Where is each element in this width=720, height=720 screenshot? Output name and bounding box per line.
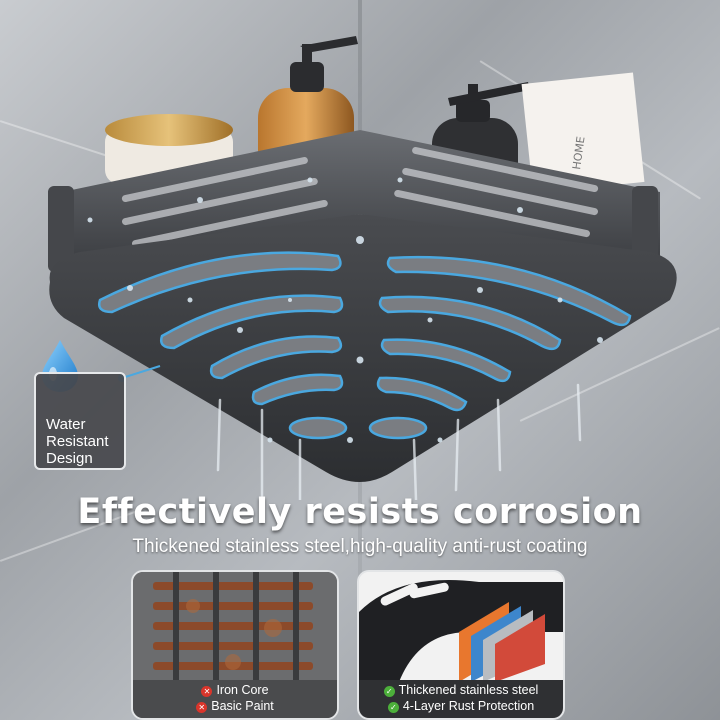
feature-thickened-steel: ✓Thickened stainless steel — [359, 683, 563, 697]
callout-label: Water Resistant Design — [46, 416, 109, 467]
feature-basic-paint: ✕Basic Paint — [133, 699, 337, 713]
comparison-card-basic: ✕Iron Core ✕Basic Paint — [131, 570, 339, 720]
rusty-grate-photo — [133, 572, 337, 682]
corner-shelf-illustration: HOME — [48, 36, 677, 500]
layered-steel-cutaway — [359, 572, 563, 682]
comparison-card-premium: ✓Thickened stainless steel ✓4-Layer Rust… — [357, 570, 565, 720]
feature-iron-core: ✕Iron Core — [133, 683, 337, 697]
water-resistant-callout: Water Resistant Design — [34, 372, 126, 470]
card-footer: ✕Iron Core ✕Basic Paint — [133, 680, 337, 718]
x-icon: ✕ — [201, 686, 213, 697]
feature-label: Iron Core — [216, 683, 269, 697]
card-text: HOME — [570, 136, 588, 171]
check-icon: ✓ — [387, 702, 399, 713]
subheadline: Thickened stainless steel,high-quality a… — [132, 536, 588, 557]
feature-label: Thickened stainless steel — [398, 683, 539, 697]
card-footer: ✓Thickened stainless steel ✓4-Layer Rust… — [359, 680, 563, 718]
card-item: HOME — [521, 72, 645, 194]
headline: Effectively resists corrosion — [77, 492, 643, 532]
x-icon: ✕ — [196, 702, 208, 713]
check-icon: ✓ — [383, 686, 395, 697]
feature-label: Basic Paint — [211, 699, 274, 713]
feature-label: 4-Layer Rust Protection — [402, 699, 535, 713]
feature-rust-protection: ✓4-Layer Rust Protection — [359, 699, 563, 713]
